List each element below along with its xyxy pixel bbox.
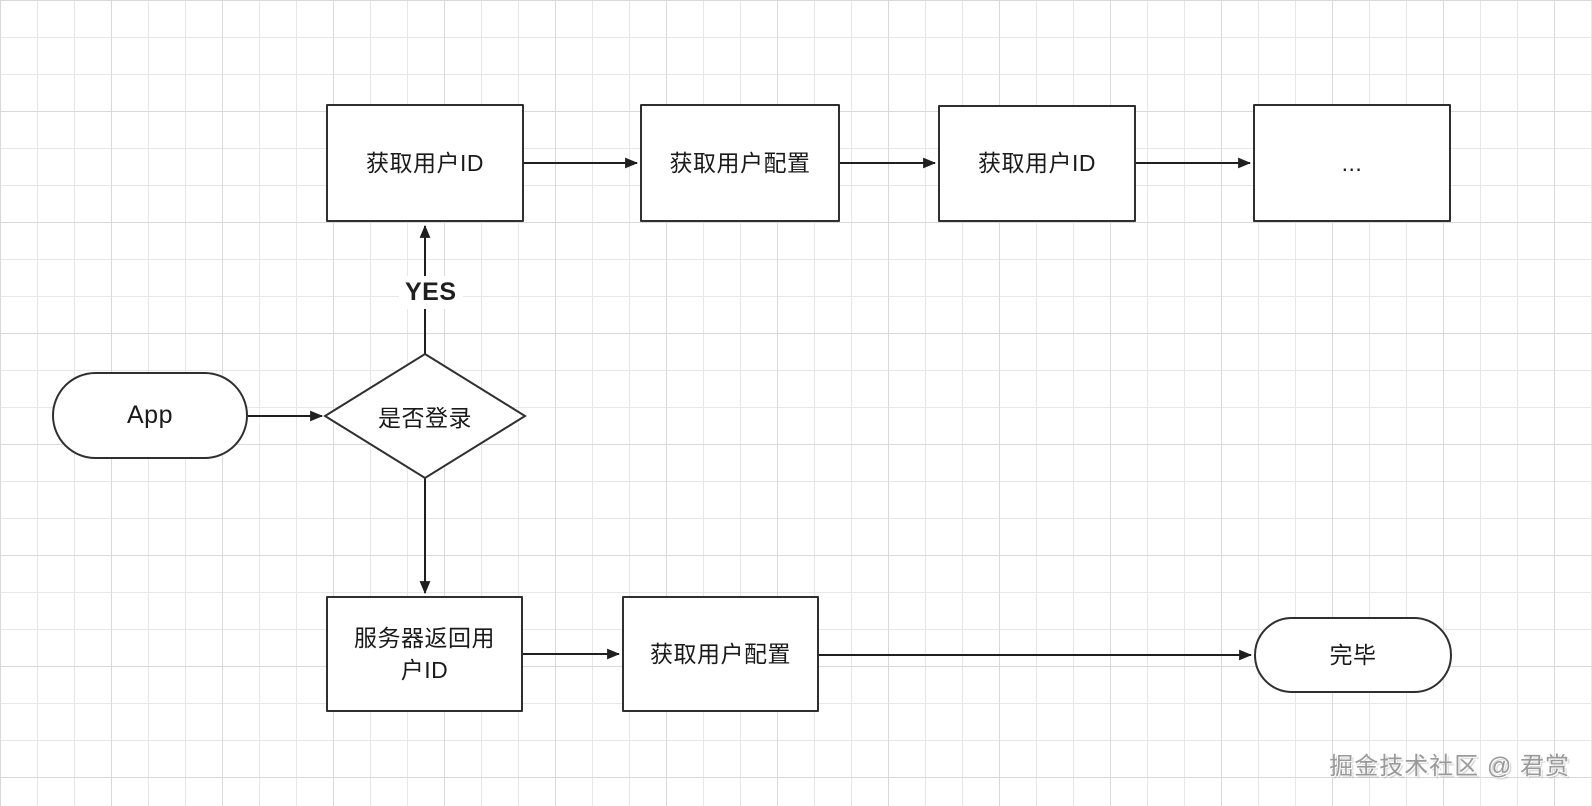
- decision-diamond-shape: [323, 352, 527, 480]
- node-get-user-config-1: 获取用户配置: [640, 104, 840, 222]
- node-get-user-config-2-label: 获取用户配置: [650, 640, 791, 667]
- node-server-return-user-id-label: 服务器返回用户ID: [354, 624, 495, 683]
- node-is-logged-in-label: 是否登录: [378, 405, 472, 431]
- node-server-return-user-id: 服务器返回用户ID: [326, 596, 523, 712]
- watermark-text: 掘金技术社区 @ 君赏: [1329, 753, 1570, 780]
- node-ellipsis-label: ...: [1341, 149, 1363, 176]
- node-is-logged-in: 是否登录: [340, 396, 510, 436]
- node-app: App: [52, 372, 248, 459]
- node-done: 完毕: [1254, 617, 1452, 693]
- node-get-user-config-1-label: 获取用户配置: [669, 149, 811, 176]
- node-get-user-id-1: 获取用户ID: [326, 104, 524, 222]
- node-done-label: 完毕: [1329, 641, 1377, 668]
- node-ellipsis: ...: [1253, 104, 1451, 222]
- node-app-label: App: [127, 401, 173, 429]
- node-get-user-id-1-label: 获取用户ID: [366, 149, 484, 176]
- node-get-user-config-2: 获取用户配置: [622, 596, 819, 712]
- node-get-user-id-2: 获取用户ID: [938, 105, 1136, 222]
- edge-label-yes: YES: [399, 276, 463, 309]
- node-get-user-id-2-label: 获取用户ID: [978, 150, 1096, 177]
